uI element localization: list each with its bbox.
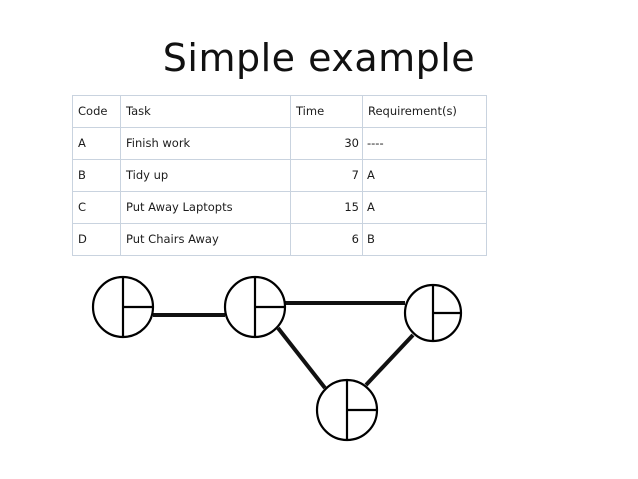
table-row: A Finish work 30 ---- [72,127,487,160]
page-title: Simple example [162,36,476,80]
cell-requirements: A [362,191,487,224]
node-n1[interactable] [91,275,155,339]
table-row: B Tidy up 7 A [72,159,487,192]
column-header-time: Time [290,95,363,128]
cell-requirements: B [362,223,487,256]
cell-task: Put Chairs Away [120,223,291,256]
column-header-code: Code [72,95,121,128]
table-row: C Put Away Laptopts 15 A [72,191,487,224]
cell-task: Tidy up [120,159,291,192]
network-diagram [70,255,500,455]
cell-task: Put Away Laptopts [120,191,291,224]
edges-group [153,301,415,390]
cell-code: B [72,159,121,192]
nodes-group [91,275,463,442]
cell-time: 7 [290,159,363,192]
table-header-row: Code Task Time Requirement(s) [72,95,487,128]
cell-time: 15 [290,191,363,224]
node-n2[interactable] [223,275,287,339]
cell-code: A [72,127,121,160]
cell-requirements: A [362,159,487,192]
cell-code: C [72,191,121,224]
edge-n2-n4 [276,326,327,390]
column-header-task: Task [120,95,291,128]
cell-time: 30 [290,127,363,160]
task-table-container: Code Task Time Requirement(s) A Finish w… [72,95,487,256]
cell-task: Finish work [120,127,291,160]
table-row: D Put Chairs Away 6 B [72,223,487,256]
edge-n4-n3 [364,333,415,387]
node-n4[interactable] [315,378,379,442]
cell-code: D [72,223,121,256]
column-header-requirements: Requirement(s) [362,95,487,128]
cell-requirements: ---- [362,127,487,160]
node-n3[interactable] [403,283,463,343]
task-table: Code Task Time Requirement(s) A Finish w… [72,95,487,256]
cell-time: 6 [290,223,363,256]
